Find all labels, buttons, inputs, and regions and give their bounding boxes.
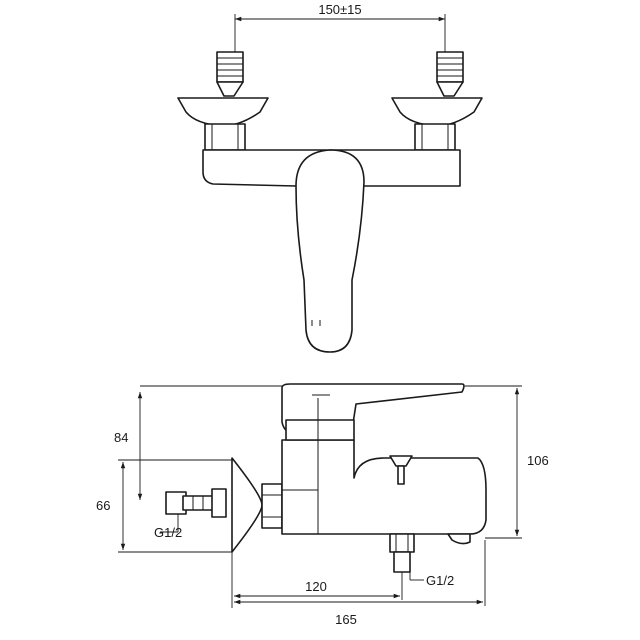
diverter-knob [389, 455, 413, 485]
outlet-thread-label: G1/2 [426, 573, 454, 588]
inlet-connector [160, 488, 227, 533]
spout-aerator [447, 533, 471, 545]
dim-106-label: 106 [527, 453, 549, 468]
outlet-connector [389, 533, 424, 581]
dim-165-label: 165 [335, 612, 357, 627]
dimension-66: 66 [96, 459, 232, 553]
dim-120-label: 120 [305, 579, 327, 594]
hex-nut [261, 483, 283, 529]
lever-handle-top [295, 149, 365, 353]
top-view: 150±15 [177, 2, 483, 353]
dimension-84: 84 [114, 385, 300, 500]
dim-84-label: 84 [114, 430, 128, 445]
dimension-165: 165 [234, 540, 486, 627]
dimension-top-width: 150±15 [234, 2, 446, 52]
mixer-body-side [281, 439, 487, 535]
dimension-106: 106 [465, 385, 549, 539]
dim-66-label: 66 [96, 498, 110, 513]
side-view: 84 66 106 [96, 383, 549, 627]
top-width-label: 150±15 [318, 2, 361, 17]
dimension-120: 120 [231, 552, 403, 608]
wall-flange [231, 457, 263, 553]
inlet-thread-label: G1/2 [154, 525, 182, 540]
left-connector [177, 51, 269, 151]
right-connector [391, 51, 483, 151]
